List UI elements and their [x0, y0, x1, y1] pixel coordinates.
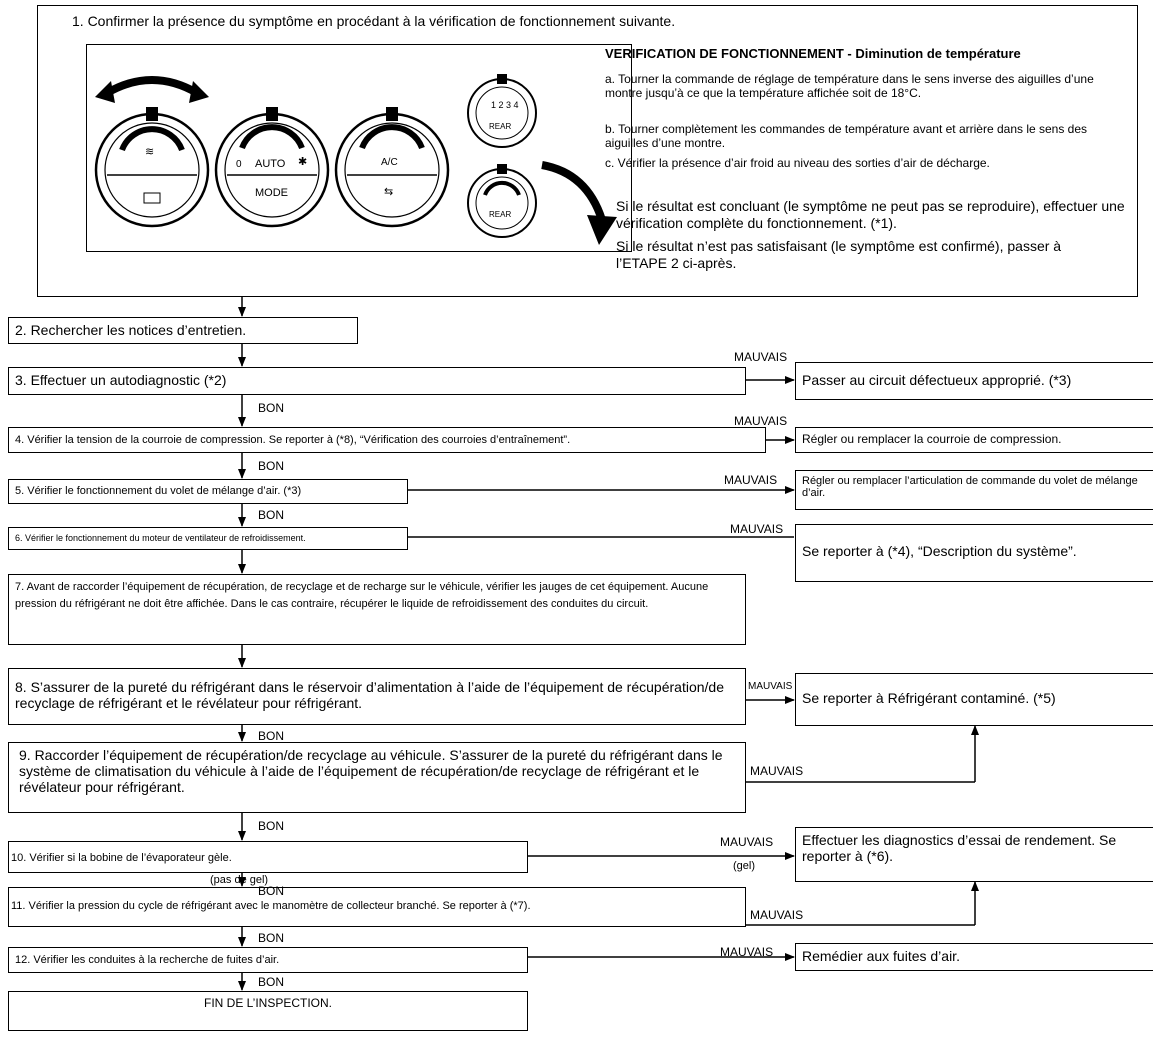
svg-text:REAR: REAR	[489, 122, 511, 131]
rear-fan-knob-icon: 1 2 3 4 REAR	[467, 74, 537, 148]
no-gel-label: (pas de gel)	[210, 874, 269, 886]
step2-label: 2. Rechercher les notices d’entretien.	[15, 322, 247, 338]
svg-text:REAR: REAR	[489, 210, 511, 219]
step9-label: 9. Raccorder l’équipement de récupératio…	[19, 747, 723, 795]
end-box: FIN DE L’INSPECTION.	[8, 991, 528, 1031]
svg-text:MODE: MODE	[255, 187, 288, 199]
outcome10-label: Effectuer les diagnostics d’essai de ren…	[802, 832, 1117, 864]
step9-box: 9. Raccorder l’équipement de récupératio…	[8, 742, 746, 813]
svg-text:0: 0	[236, 159, 242, 170]
result-positive: Si le résultat est concluant (le symptôm…	[616, 198, 1125, 231]
bad-label-12: MAUVAIS	[720, 945, 774, 959]
check-step-b: b. Tourner complètement les commandes de…	[605, 122, 1088, 151]
svg-text:1 2 3 4: 1 2 3 4	[491, 100, 519, 110]
step3-label: 3. Effectuer un autodiagnostic (*2)	[15, 372, 227, 388]
step2-box: 2. Rechercher les notices d’entretien.	[8, 317, 358, 344]
svg-text:AUTO: AUTO	[255, 158, 286, 170]
bad-label-3: MAUVAIS	[734, 350, 788, 364]
outcome6-box: Se reporter à (*4), “Description du syst…	[795, 524, 1153, 582]
rear-temp-knob-icon: REAR	[467, 164, 537, 238]
bad-label-8: MAUVAIS	[748, 681, 793, 692]
good-label-3: BON	[258, 401, 285, 415]
step1-label: 1. Confirmer la présence du symptôme en …	[72, 13, 676, 29]
climate-control-knobs: ≋ AUTO 0 MODE ✱ A/C	[94, 74, 617, 245]
outcome4-label: Régler ou remplacer la courroie de compr…	[802, 432, 1062, 446]
bad-label-9: MAUVAIS	[750, 764, 804, 778]
outcome8-label: Se reporter à Réfrigérant contaminé. (*5…	[802, 690, 1056, 706]
outcome10-box: Effectuer les diagnostics d’essai de ren…	[795, 827, 1153, 882]
good-label-4: BON	[258, 459, 285, 473]
good-label-8: BON	[258, 729, 285, 743]
outcome8-box: Se reporter à Réfrigérant contaminé. (*5…	[795, 673, 1153, 726]
gel-label: (gel)	[733, 860, 756, 872]
step11-label: 11. Vérifier la pression du cycle de réf…	[11, 900, 531, 912]
step7-label: 7. Avant de raccorder l’équipement de ré…	[15, 581, 709, 611]
step4-box: 4. Vérifier la tension de la courroie de…	[8, 427, 766, 453]
bad-label-10: MAUVAIS	[720, 835, 774, 849]
outcome4-box: Régler ou remplacer la courroie de compr…	[795, 427, 1153, 453]
step6-label: 6. Vérifier le fonctionnement du moteur …	[15, 533, 306, 543]
outcome6-label: Se reporter à (*4), “Description du syst…	[802, 543, 1077, 559]
step7-box: 7. Avant de raccorder l’équipement de ré…	[8, 574, 746, 645]
svg-text:≋: ≋	[145, 145, 154, 158]
step11-box: 11. Vérifier la pression du cycle de réf…	[8, 887, 746, 927]
step12-label: 12. Vérifier les conduites à la recherch…	[15, 954, 280, 966]
svg-text:✱: ✱	[298, 155, 307, 168]
step12-box: 12. Vérifier les conduites à la recherch…	[8, 947, 528, 973]
svg-text:⇆: ⇆	[384, 185, 393, 198]
outcome3-label: Passer au circuit défectueux approprié. …	[802, 372, 1072, 388]
outcome5-label: Régler ou remplacer l’articulation de co…	[802, 475, 1138, 499]
good-label-9: BON	[258, 819, 285, 833]
step3-box: 3. Effectuer un autodiagnostic (*2)	[8, 367, 746, 395]
step5-label: 5. Vérifier le fonctionnement du volet d…	[15, 485, 302, 497]
step8-box: 8. S’assurer de la pureté du réfrigérant…	[8, 668, 746, 725]
bad-label-4: MAUVAIS	[734, 414, 788, 428]
good-label-11: BON	[258, 931, 285, 945]
step10-box: 10. Vérifier si la bobine de l’évaporate…	[8, 841, 528, 873]
check-step-c: c. Vérifier la présence d’air froid au n…	[605, 156, 990, 170]
step1-box: 1. Confirmer la présence du symptôme en …	[37, 5, 1138, 297]
step10-label: 10. Vérifier si la bobine de l’évaporate…	[11, 852, 232, 864]
control-panel-illustration: ≋ AUTO 0 MODE ✱ A/C	[86, 44, 632, 252]
good-label-12: BON	[258, 975, 285, 989]
bad-label-11: MAUVAIS	[750, 908, 804, 922]
step5-box: 5. Vérifier le fonctionnement du volet d…	[8, 479, 408, 504]
result-negative: Si le résultat n’est pas satisfaisant (l…	[616, 238, 1062, 271]
step8-label: 8. S’assurer de la pureté du réfrigérant…	[15, 679, 724, 711]
bad-label-5: MAUVAIS	[724, 473, 778, 487]
mode-knob-icon: AUTO 0 MODE ✱	[214, 107, 330, 228]
outcome3-box: Passer au circuit défectueux approprié. …	[795, 362, 1153, 400]
clockwise-arrow-icon	[541, 161, 606, 222]
good-label-10: BON	[258, 884, 285, 898]
step6-box: 6. Vérifier le fonctionnement du moteur …	[8, 527, 408, 550]
outcome5-box: Régler ou remplacer l’articulation de co…	[795, 470, 1153, 510]
check-title: VERIFICATION DE FONCTIONNEMENT - Diminut…	[605, 46, 1021, 61]
good-label-5: BON	[258, 508, 285, 522]
end-label: FIN DE L’INSPECTION.	[203, 996, 333, 1010]
defrost-knob-icon: ≋	[94, 107, 210, 228]
svg-text:A/C: A/C	[381, 157, 398, 168]
outcome12-box: Remédier aux fuites d’air.	[795, 943, 1153, 971]
outcome12-label: Remédier aux fuites d’air.	[802, 948, 960, 964]
check-step-a: a. Tourner la commande de réglage de tem…	[605, 72, 1094, 101]
bad-label-6: MAUVAIS	[730, 522, 784, 536]
step4-label: 4. Vérifier la tension de la courroie de…	[15, 434, 571, 446]
rotate-arrow-icon	[105, 76, 199, 97]
ac-knob-icon: A/C ⇆	[334, 107, 450, 228]
